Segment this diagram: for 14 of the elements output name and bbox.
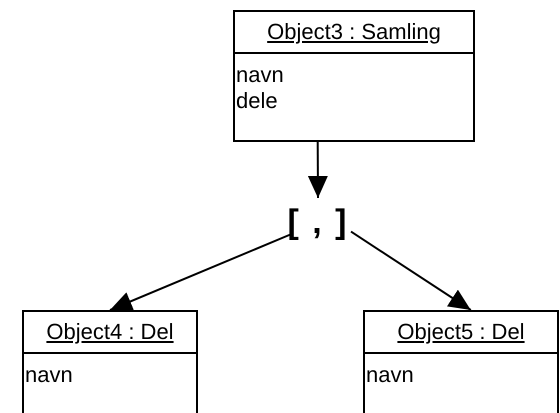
- list-value: [ , ]: [288, 202, 348, 242]
- arrow: [308, 142, 328, 198]
- arrow: [110, 233, 292, 311]
- object-name: Object5 : Del: [397, 319, 525, 345]
- attribute-name: navn: [236, 62, 284, 88]
- object-box: [363, 310, 559, 413]
- object-name: Object4 : Del: [46, 319, 174, 345]
- attribute-name: navn: [25, 362, 73, 388]
- arrow: [350, 230, 472, 311]
- object-box: [233, 10, 475, 142]
- attribute-name: navn: [366, 362, 414, 388]
- object-name: Object3 : Samling: [267, 19, 441, 45]
- object-box: [22, 310, 198, 413]
- attribute-name: dele: [236, 88, 278, 114]
